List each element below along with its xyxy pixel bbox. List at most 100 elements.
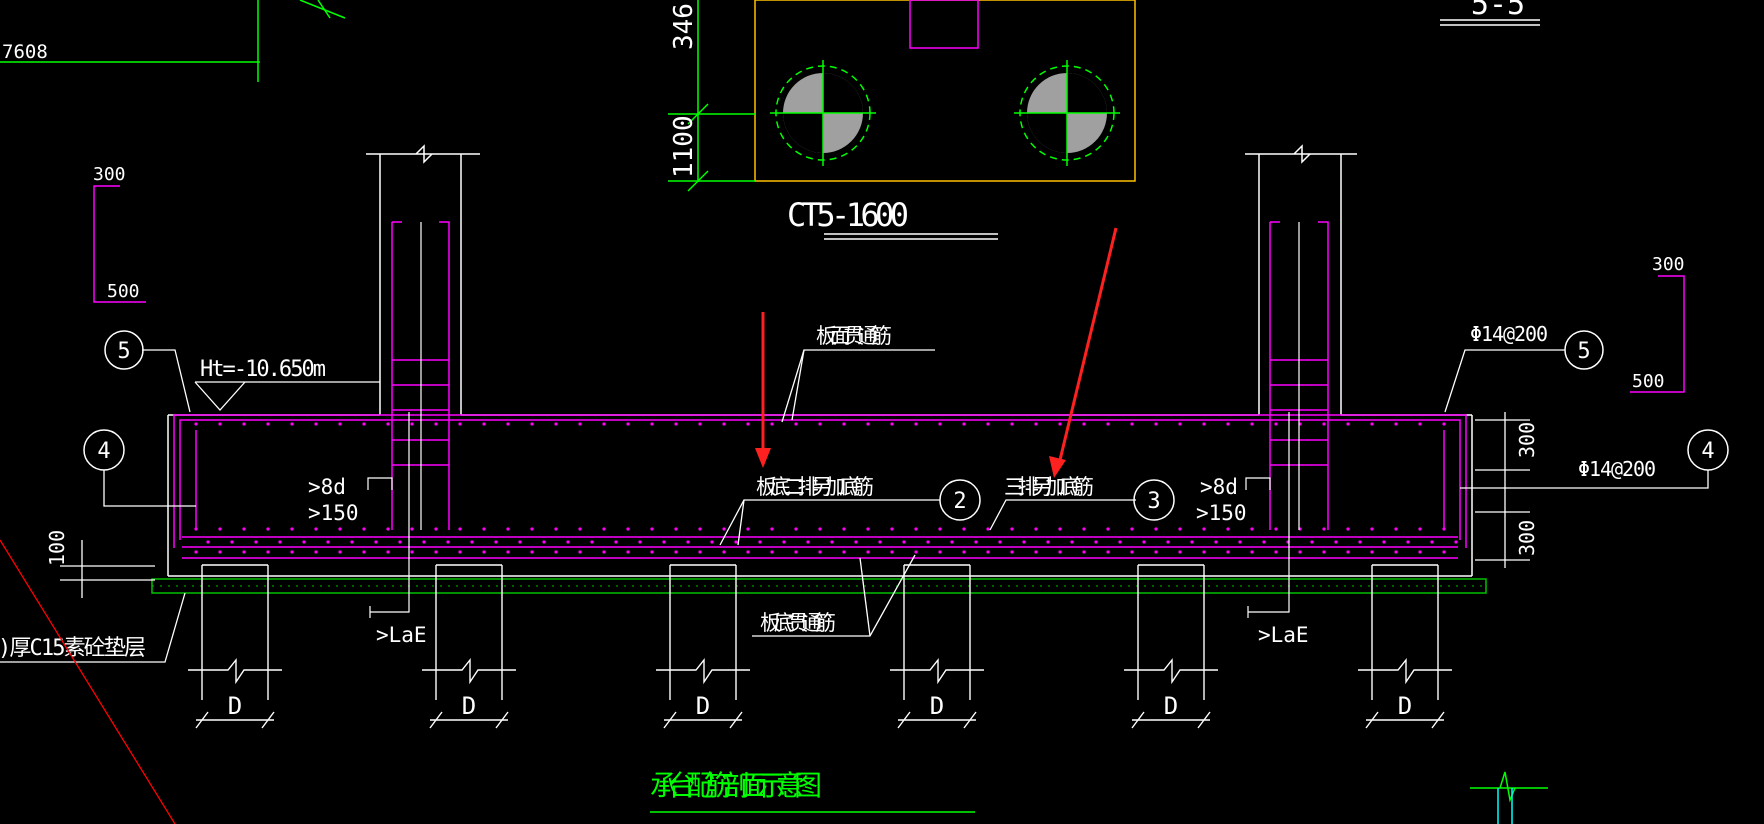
right-bend-detail <box>1630 275 1685 393</box>
rebar-dot <box>710 540 714 544</box>
rebar-dot <box>506 550 510 554</box>
drawing-title: 承台配筋剖面示意图 <box>650 769 822 802</box>
red-diagonal-line <box>0 539 176 824</box>
rebar-dot <box>446 540 450 544</box>
rebar-dot <box>1106 422 1110 426</box>
rebar-dot <box>218 527 222 531</box>
rebar-dot <box>530 550 534 554</box>
right-150-label: >150 <box>1196 501 1247 525</box>
rebar-dot <box>1010 550 1014 554</box>
rebar-dot <box>722 422 726 426</box>
rebar-dot <box>1034 550 1038 554</box>
rebar-dot <box>938 422 942 426</box>
pile-diameter-label: D <box>696 692 710 720</box>
rebar-dot <box>938 550 942 554</box>
rebar-dot <box>890 422 894 426</box>
callout-3: 3 <box>1147 489 1160 514</box>
rebar-dot <box>698 527 702 531</box>
rebar-dot <box>674 422 678 426</box>
rebar-dot <box>374 540 378 544</box>
rebar-dot <box>290 550 294 554</box>
rebar-dot <box>1226 550 1230 554</box>
rebar-dot <box>458 550 462 554</box>
rebar-dot <box>218 422 222 426</box>
rebar-dot <box>698 550 702 554</box>
rebar-dot <box>854 540 858 544</box>
rebar-dot <box>1406 540 1410 544</box>
rebar-dot <box>1154 527 1158 531</box>
rebar-dot <box>1058 550 1062 554</box>
rebar-dot <box>866 422 870 426</box>
rebar-dot <box>890 527 894 531</box>
rebar-dot <box>326 540 330 544</box>
rebar-dot <box>1394 527 1398 531</box>
rebar-dot <box>290 527 294 531</box>
rebar-dot <box>962 550 966 554</box>
rebar-dot <box>1346 422 1350 426</box>
top-through-rebar-label: 板面贯通筋 <box>816 324 892 348</box>
rebar-dot <box>1178 550 1182 554</box>
left-lae-label: >LaE <box>376 623 427 647</box>
rebar-dot <box>794 550 798 554</box>
rebar-dot <box>686 540 690 544</box>
rebar-dot <box>770 550 774 554</box>
rebar-dot <box>842 527 846 531</box>
rebar-dot <box>482 550 486 554</box>
rebar-dot <box>278 540 282 544</box>
rebar-dot <box>314 422 318 426</box>
rebar-dot <box>1250 422 1254 426</box>
rebar-dot <box>806 540 810 544</box>
rebar-dot <box>314 527 318 531</box>
rebar-dot <box>410 422 414 426</box>
rebar-dot <box>866 550 870 554</box>
rebar-dot <box>266 527 270 531</box>
c15-cushion-layer <box>151 578 1487 594</box>
rebar-dot <box>1274 422 1278 426</box>
rebar-dot <box>1274 527 1278 531</box>
rebar-dot <box>1430 540 1434 544</box>
pile-diameter-label: D <box>930 692 944 720</box>
leaders <box>0 349 1709 663</box>
red-arrows <box>755 227 1118 478</box>
rebar-dot <box>1058 422 1062 426</box>
rebar-dot <box>770 527 774 531</box>
cap-name: CT5-1600 <box>787 196 909 234</box>
rebar-dot <box>1106 527 1110 531</box>
rebar-dot <box>866 527 870 531</box>
rebar-dot <box>650 527 654 531</box>
rebar-dot <box>494 540 498 544</box>
rebar-spec-top-label: Φ14@200 <box>1470 322 1548 346</box>
callout-circles <box>83 330 1729 521</box>
rebar-dot <box>1358 540 1362 544</box>
pile-section: D <box>656 564 750 729</box>
rebar-dot <box>338 422 342 426</box>
column-inner-bars <box>367 222 1300 618</box>
right-lae-label: >LaE <box>1258 623 1309 647</box>
rebar-dot <box>842 422 846 426</box>
rebar-dot <box>194 422 198 426</box>
pad-thickness-label: 100 <box>45 530 69 566</box>
rebar-dot <box>1418 527 1422 531</box>
rebar-dot <box>578 527 582 531</box>
rebar-dot <box>398 540 402 544</box>
rebar-dot <box>650 422 654 426</box>
top-dim-346: 346 <box>669 3 699 50</box>
rebar-dot <box>1082 527 1086 531</box>
top-left-value: 7608 <box>2 41 48 63</box>
rebar-dot <box>938 527 942 531</box>
rebar-dot <box>1142 540 1146 544</box>
rebar-dot <box>1346 527 1350 531</box>
rebar-dot <box>314 550 318 554</box>
rebar-dot <box>542 540 546 544</box>
rebar-dot <box>482 527 486 531</box>
rebar-dot <box>338 527 342 531</box>
rebar-dot <box>386 527 390 531</box>
rebar-dot <box>1226 527 1230 531</box>
rebar-dot <box>602 550 606 554</box>
rebar-dot <box>914 550 918 554</box>
rebar-dot <box>362 550 366 554</box>
rebar-dot <box>266 550 270 554</box>
